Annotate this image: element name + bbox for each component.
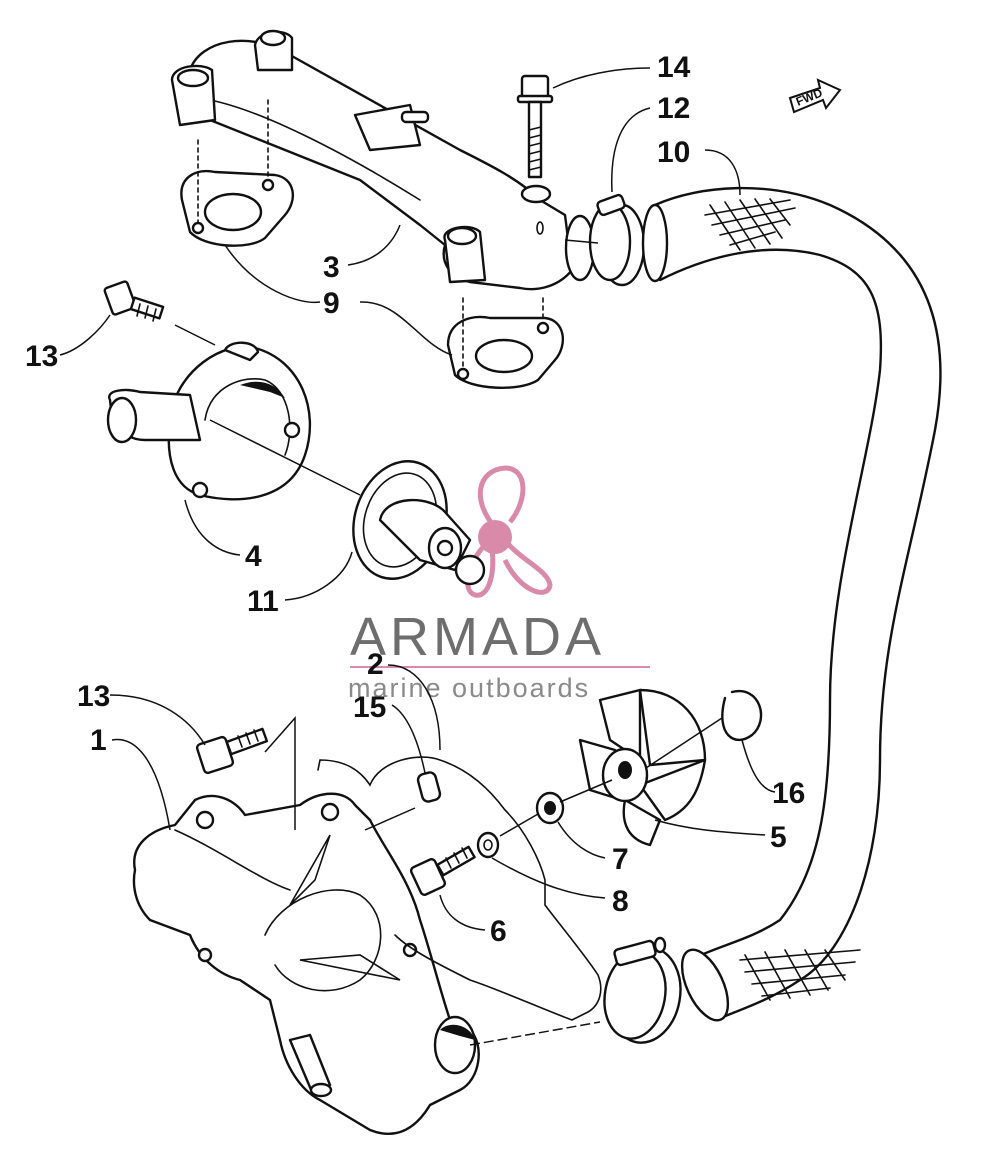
watermark-tagline: marine outboards bbox=[348, 673, 590, 703]
gasket-upper-part-9 bbox=[180, 99, 295, 247]
hose-clamp-upper-part-12 bbox=[588, 193, 646, 287]
seal-part-7 bbox=[535, 791, 565, 825]
assembly-lines bbox=[174, 239, 723, 1046]
callout-leaders bbox=[59, 67, 776, 931]
callout-13-lower: 13 bbox=[77, 680, 110, 713]
circlip-part-16 bbox=[721, 689, 763, 741]
bolt-part-6 bbox=[409, 845, 476, 896]
gasket-lower-part-9 bbox=[446, 297, 564, 389]
callout-16: 16 bbox=[772, 777, 805, 810]
callout-1: 1 bbox=[90, 724, 107, 757]
callout-8: 8 bbox=[612, 885, 629, 918]
fwd-direction-arrow-icon: FWD bbox=[788, 78, 842, 114]
pump-gasket-part-2 bbox=[317, 756, 602, 1021]
callout-10: 10 bbox=[657, 136, 690, 169]
callout-2: 2 bbox=[367, 648, 384, 681]
callout-15: 15 bbox=[353, 691, 386, 724]
callout-12: 12 bbox=[657, 92, 690, 125]
callout-3: 3 bbox=[323, 251, 340, 284]
thermostat-cover-part-4 bbox=[106, 341, 312, 501]
callout-5: 5 bbox=[770, 821, 787, 854]
impeller-part-5 bbox=[578, 688, 707, 847]
bolt-part-13-lower bbox=[195, 727, 269, 775]
hose-clamp-lower bbox=[603, 936, 682, 1044]
hose-part-10 bbox=[641, 186, 942, 1022]
callout-11: 11 bbox=[247, 585, 279, 618]
callout-7: 7 bbox=[612, 843, 629, 876]
armada-watermark: ARMADA marine outboards bbox=[348, 465, 650, 703]
callout-labels: 14 12 10 3 9 13 4 11 2 15 13 1 16 5 7 8 … bbox=[25, 51, 805, 948]
thermostat-part-11 bbox=[352, 460, 486, 586]
outlet-pipe-part-3 bbox=[170, 29, 596, 291]
callout-4: 4 bbox=[245, 540, 262, 573]
washer-part-8 bbox=[476, 831, 500, 859]
callout-14: 14 bbox=[657, 51, 691, 84]
callout-13-upper: 13 bbox=[25, 340, 58, 373]
bolt-part-14 bbox=[516, 74, 554, 179]
callout-6: 6 bbox=[490, 915, 507, 948]
bolt-part-13-upper bbox=[103, 280, 165, 322]
callout-9: 9 bbox=[323, 287, 340, 320]
dowel-pin-part-15 bbox=[416, 771, 442, 803]
watermark-brand: ARMADA bbox=[350, 607, 605, 667]
pump-body-part-1 bbox=[132, 792, 480, 1135]
